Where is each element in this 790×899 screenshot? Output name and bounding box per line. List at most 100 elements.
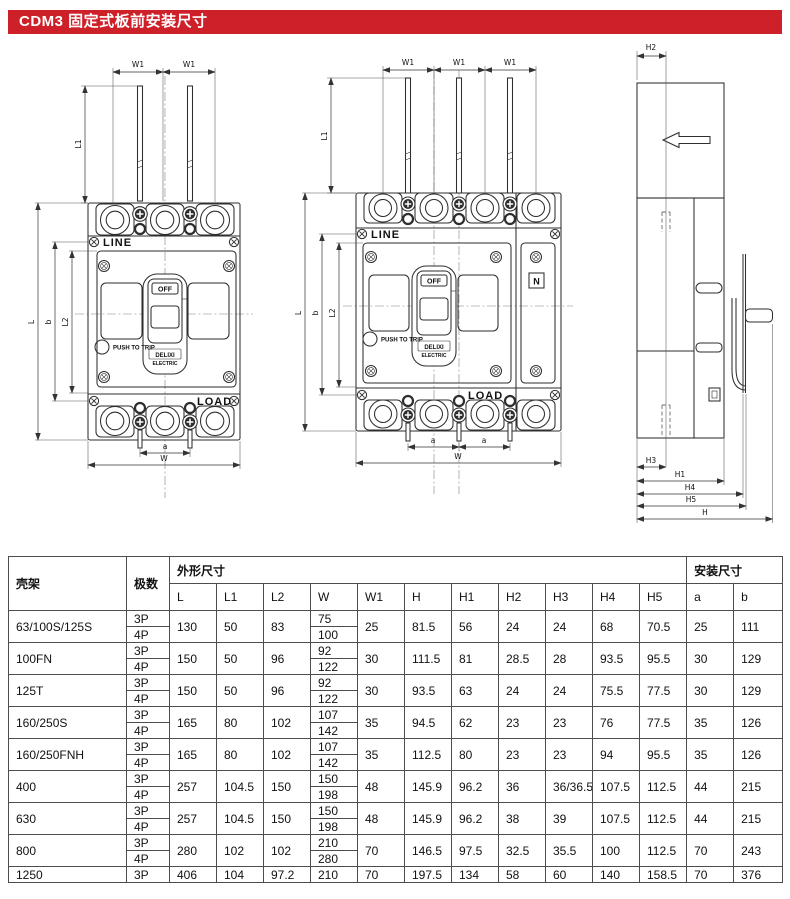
dim-cell-L2: 97.2 xyxy=(263,866,311,883)
load-terminals xyxy=(95,401,235,449)
poles-cell: 3P xyxy=(126,834,170,851)
dim-cell-H3: 28 xyxy=(545,642,593,675)
mount-screw-icon xyxy=(228,395,240,407)
mount-screw-icon xyxy=(549,228,561,240)
dim-cell-W: 210 xyxy=(310,834,358,851)
connection-bars xyxy=(136,85,194,202)
frame-cell: 160/250S xyxy=(8,706,127,739)
handle-side xyxy=(744,308,774,323)
dim-cell-H2: 24 xyxy=(498,674,546,707)
load-strip: LOAD xyxy=(88,395,240,408)
dimensions: W1 W1 L1 L b L2 a W xyxy=(27,60,241,469)
dim-cell-W: 210 xyxy=(310,866,358,883)
mount-screw-icon xyxy=(228,236,240,248)
dim-cell-L1: 104.5 xyxy=(216,770,264,803)
dim-cell-L1: 102 xyxy=(216,834,264,867)
off-label: OFF xyxy=(427,279,442,286)
frame-cell: 100FN xyxy=(8,642,127,675)
dim-cell-b: 126 xyxy=(733,706,784,739)
dim-cell-H: 145.9 xyxy=(404,770,452,803)
dim-cell-H5: 95.5 xyxy=(638,738,688,771)
dim-cell-L2: 150 xyxy=(263,802,311,835)
load-terminals xyxy=(363,394,556,442)
dimensions: H2 H3 H1 H4 H5 H xyxy=(636,43,774,523)
breaker-4p-front-drawing: LINE N OFF DELIXI ELECTRIC P xyxy=(294,58,573,494)
dim-cell-H4: 107.5 xyxy=(592,770,640,803)
dim-cell-L: 150 xyxy=(169,674,217,707)
dim-label-h5: H5 xyxy=(686,495,697,504)
dim-label-h: H xyxy=(702,508,708,517)
line-terminals xyxy=(95,203,235,236)
dim-cell-H: 112.5 xyxy=(404,738,452,771)
dim-cell-W: 150 xyxy=(310,802,358,819)
dim-cell-W: 75 xyxy=(310,610,358,627)
dim-cell-H2: 23 xyxy=(498,738,546,771)
face-screws xyxy=(97,259,236,384)
dim-label-h3: H3 xyxy=(646,456,657,465)
dim-cell-H5: 77.5 xyxy=(638,706,688,739)
terminal-clamps-top xyxy=(400,196,518,226)
poles-cell: 4P xyxy=(126,754,170,771)
frame-cell: 160/250FNH xyxy=(8,738,127,771)
dim-cell-H3: 39 xyxy=(545,802,593,835)
dim-cell-a: 30 xyxy=(686,642,735,675)
dim-cell-H5: 112.5 xyxy=(638,770,688,803)
dim-cell-L1: 50 xyxy=(216,642,264,675)
dim-label-w1: W1 xyxy=(402,58,414,67)
dim-label-b: b xyxy=(311,310,320,315)
dim-cell-W: 107 xyxy=(310,706,358,723)
dim-cell-H5: 112.5 xyxy=(638,802,688,835)
dim-cell-W: 198 xyxy=(310,818,358,835)
dim-cell-H4: 76 xyxy=(592,706,640,739)
direction-arrow-icon xyxy=(661,131,711,149)
dim-cell-L2: 96 xyxy=(263,674,311,707)
line-terminals xyxy=(363,192,556,224)
poles-cell: 3P xyxy=(126,642,170,659)
dim-cell-W: 198 xyxy=(310,786,358,803)
dim-cell-H2: 38 xyxy=(498,802,546,835)
breaker-body xyxy=(87,202,241,441)
mount-screw-icon xyxy=(88,236,100,248)
operating-handle: OFF DELIXI ELECTRIC xyxy=(142,273,188,375)
dim-cell-W: 280 xyxy=(310,850,358,867)
col-header-mounting-group: 安装尺寸 xyxy=(686,556,784,584)
line-strip: LINE xyxy=(356,228,561,241)
dim-cell-H1: 80 xyxy=(451,738,499,771)
dim-cell-H4: 94 xyxy=(592,738,640,771)
dim-cell-H1: 96.2 xyxy=(451,802,499,835)
dim-cell-H4: 75.5 xyxy=(592,674,640,707)
off-label: OFF xyxy=(158,287,173,294)
mount-screw-icon xyxy=(549,389,561,401)
frame-cell: 1250 xyxy=(8,866,127,883)
dim-label-a: a xyxy=(482,436,487,445)
col-header-H1: H1 xyxy=(451,583,499,611)
dim-label-h1: H1 xyxy=(675,470,686,479)
dim-cell-H3: 60 xyxy=(545,866,593,883)
dim-cell-b: 243 xyxy=(733,834,784,867)
col-header-L2: L2 xyxy=(263,583,311,611)
col-header-H3: H3 xyxy=(545,583,593,611)
dim-cell-W1: 35 xyxy=(357,706,405,739)
poles-cell: 3P xyxy=(126,802,170,819)
dim-cell-W: 142 xyxy=(310,754,358,771)
poles-cell: 3P xyxy=(126,770,170,787)
col-header-W: W xyxy=(310,583,358,611)
dim-cell-b: 376 xyxy=(733,866,784,883)
dim-cell-H5: 158.5 xyxy=(638,866,688,883)
dim-cell-H2: 28.5 xyxy=(498,642,546,675)
dim-cell-W1: 70 xyxy=(357,866,405,883)
dim-label-w: W xyxy=(160,454,168,463)
frame-cell: 63/100S/125S xyxy=(8,610,127,643)
dim-cell-b: 129 xyxy=(733,674,784,707)
push-to-trip: PUSH TO TRIP xyxy=(94,339,155,355)
frame-cell: 800 xyxy=(8,834,127,867)
dim-label-w1: W1 xyxy=(453,58,465,67)
dim-cell-L1: 80 xyxy=(216,738,264,771)
neutral-pole: N xyxy=(528,272,545,289)
dim-label-w1: W1 xyxy=(183,60,195,69)
dim-cell-L2: 150 xyxy=(263,770,311,803)
